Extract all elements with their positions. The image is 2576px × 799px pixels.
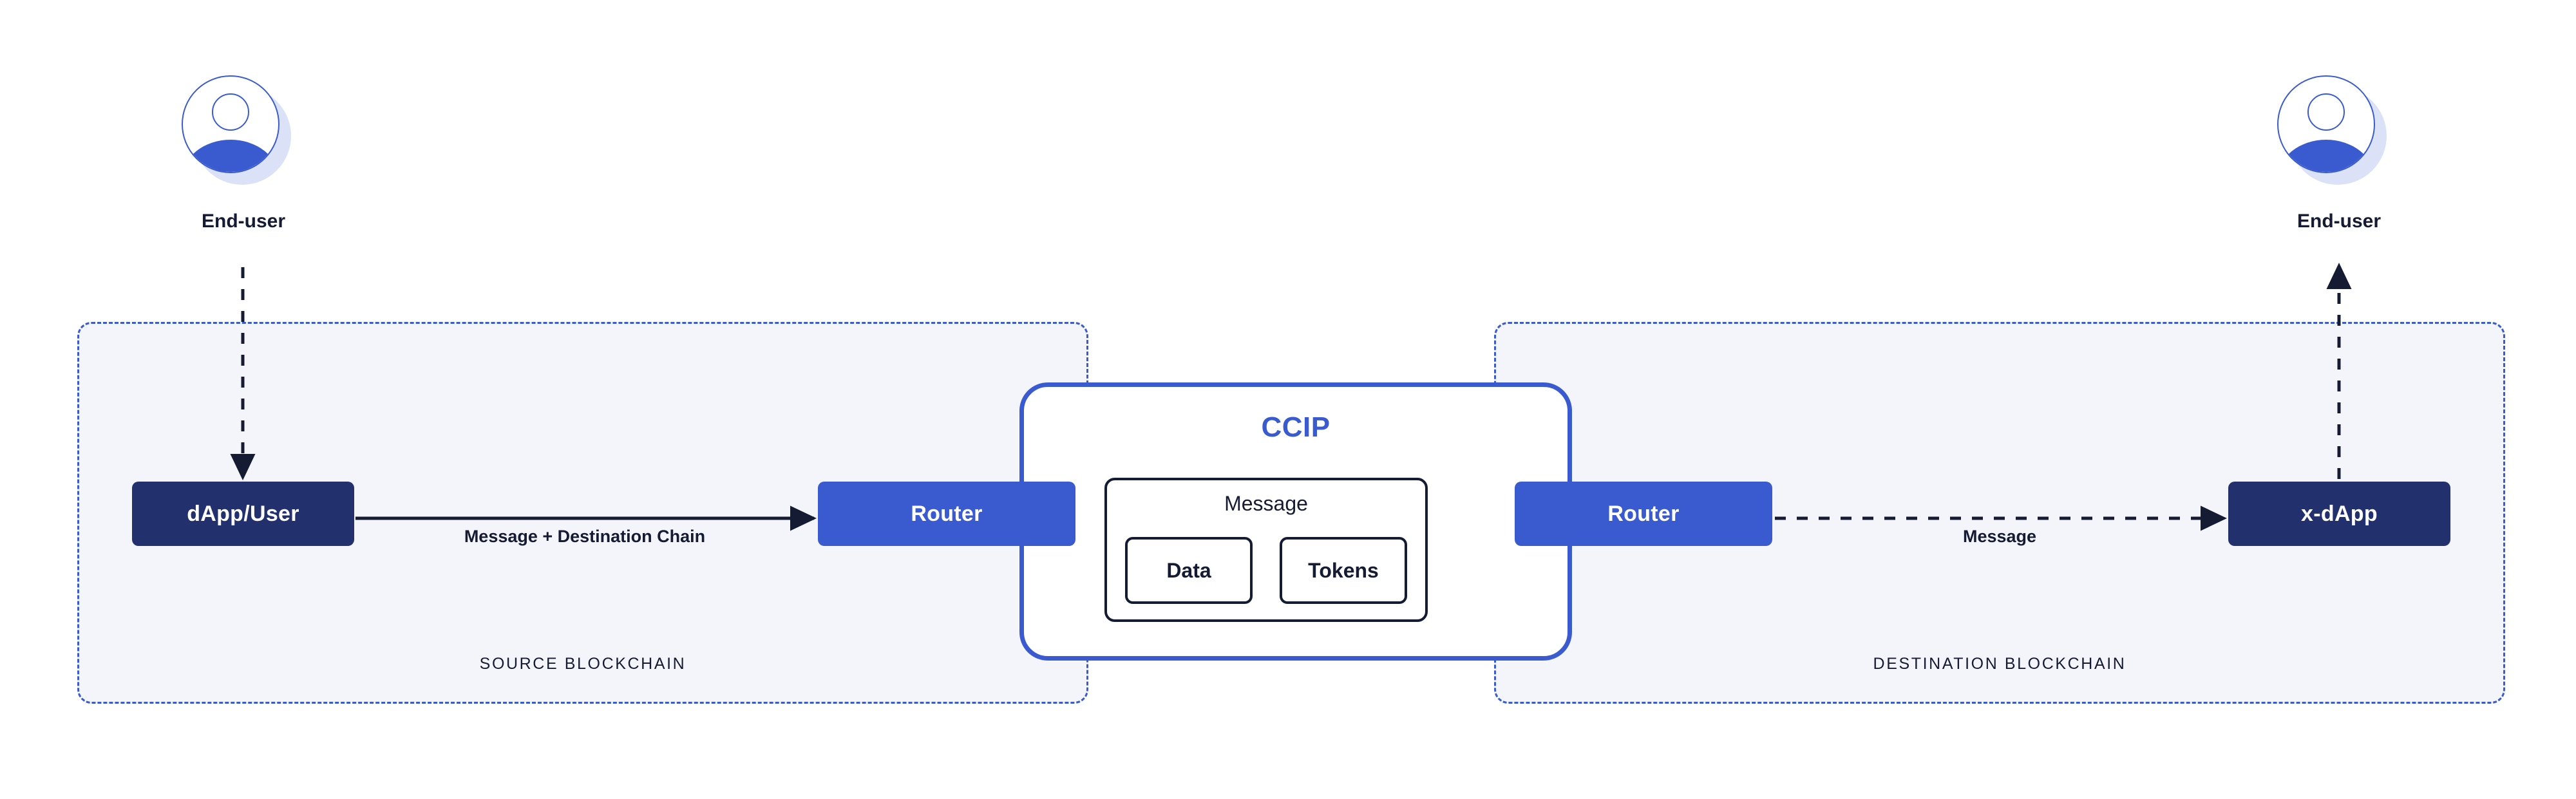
message-slot-tokens: Tokens (1280, 537, 1407, 604)
user-avatar-icon (2277, 75, 2375, 173)
destination-blockchain-label: DESTINATION BLOCKCHAIN (1873, 655, 2126, 673)
avatar-body-shape (2278, 140, 2374, 172)
node-router-destination: Router (1515, 482, 1772, 546)
avatar-body-shape (183, 140, 278, 172)
end-user-right-label: End-user (2297, 211, 2382, 232)
node-x-dapp: x-dApp (2228, 482, 2450, 546)
node-dapp-user: dApp/User (132, 482, 354, 546)
node-router-source: Router (818, 482, 1075, 546)
ccip-title: CCIP (1261, 411, 1331, 443)
user-avatar-icon (182, 75, 279, 173)
edge-label-message: Message (1962, 527, 2037, 546)
end-user-right: End-user (2275, 74, 2403, 232)
avatar-head-shape (2307, 93, 2345, 131)
end-user-left: End-user (179, 74, 308, 232)
source-blockchain-label: SOURCE BLOCKCHAIN (479, 655, 687, 673)
avatar-head-shape (212, 93, 249, 131)
edge-label-message-destination-chain: Message + Destination Chain (464, 527, 706, 546)
ccip-message-box: Message Data Tokens (1104, 478, 1428, 622)
message-title: Message (1224, 492, 1308, 515)
end-user-left-label: End-user (201, 211, 286, 232)
message-slot-data: Data (1125, 537, 1253, 604)
